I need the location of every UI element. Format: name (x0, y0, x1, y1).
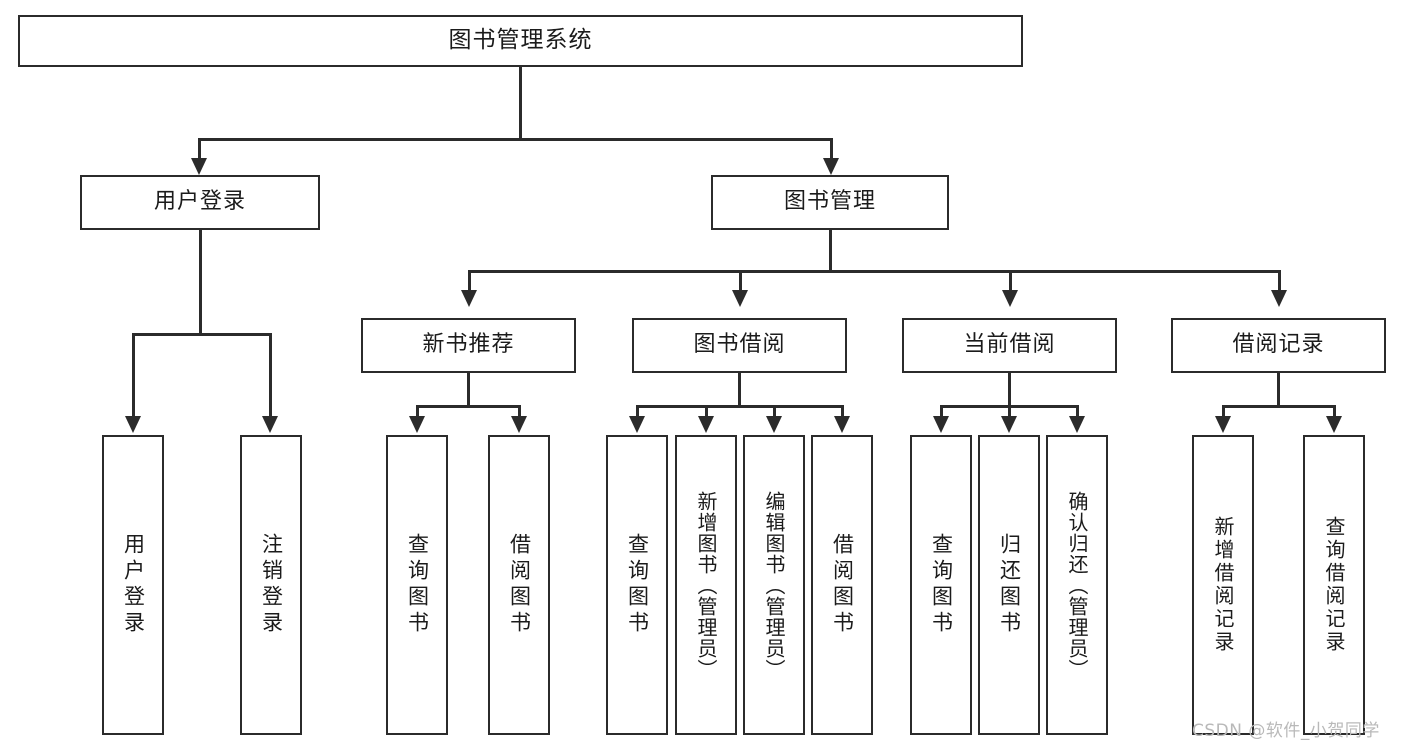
connector-cb-drop-2 (1008, 405, 1011, 418)
connector-borrow-record-bar (1222, 405, 1335, 408)
node-leaf-user-login[interactable]: 用户登录 (102, 435, 164, 735)
node-leaf-query-record[interactable]: 查询借阅记录 (1303, 435, 1365, 735)
node-root[interactable]: 图书管理系统 (18, 15, 1023, 67)
node-current-borrow[interactable]: 当前借阅 (902, 318, 1117, 373)
node-user-login-label: 用户登录 (153, 189, 246, 215)
arrowhead-to-leaf-query-record (1326, 416, 1342, 433)
node-book-manage[interactable]: 图书管理 (711, 175, 949, 230)
node-leaf-query-book-2-label: 查询图书 (625, 533, 650, 637)
arrowhead-to-leaf-query-book-3 (933, 416, 949, 433)
connector-new-book-rec-stem (467, 373, 470, 407)
connector-book-manage-bar (468, 270, 1280, 273)
connector-bb-drop-2 (705, 405, 708, 418)
csdn-watermark: CSDN @软件_小贺同学 (1192, 721, 1380, 741)
connector-cb-drop-1 (940, 405, 943, 418)
node-leaf-add-book-label: 新增图书（管理员） (694, 490, 718, 680)
node-leaf-query-book-1[interactable]: 查询图书 (386, 435, 448, 735)
connector-user-login-stem (199, 230, 202, 335)
connector-book-manage-stem (829, 230, 832, 272)
node-leaf-edit-book-label: 编辑图书（管理员） (762, 490, 786, 680)
arrowhead-to-leaf-add-book (698, 416, 714, 433)
node-current-borrow-label: 当前借阅 (963, 332, 1056, 358)
arrowhead-to-new-book-rec (461, 290, 477, 307)
node-leaf-query-book-3[interactable]: 查询图书 (910, 435, 972, 735)
connector-root-to-book-manage (830, 138, 833, 161)
arrowhead-to-leaf-user-login (125, 416, 141, 433)
node-user-login[interactable]: 用户登录 (80, 175, 320, 230)
node-leaf-user-login-label: 用户登录 (121, 533, 146, 637)
connector-user-login-left-drop (132, 333, 135, 418)
arrowhead-to-borrow-record (1271, 290, 1287, 307)
node-leaf-query-book-1-label: 查询图书 (405, 533, 430, 637)
arrowhead-to-leaf-query-book-1 (409, 416, 425, 433)
connector-current-borrow-stem (1008, 373, 1011, 407)
arrowhead-root-to-book-manage (823, 158, 839, 175)
arrowhead-root-to-user-login (191, 158, 207, 175)
node-leaf-borrow-book-1-label: 借阅图书 (507, 533, 532, 637)
connector-root-to-user-login (198, 138, 201, 161)
node-leaf-add-record-label: 新增借阅记录 (1211, 516, 1235, 654)
connector-book-borrow-bar (636, 405, 843, 408)
connector-bb-drop-1 (636, 405, 639, 418)
connector-nbr-right-drop (518, 405, 521, 418)
node-leaf-logout-label: 注销登录 (259, 533, 284, 637)
arrowhead-to-current-borrow (1002, 290, 1018, 307)
node-leaf-query-book-2[interactable]: 查询图书 (606, 435, 668, 735)
node-book-borrow-label: 图书借阅 (693, 332, 786, 358)
connector-br-right-drop (1333, 405, 1336, 418)
node-leaf-edit-book[interactable]: 编辑图书（管理员） (743, 435, 805, 735)
node-leaf-logout[interactable]: 注销登录 (240, 435, 302, 735)
node-root-label: 图书管理系统 (448, 27, 593, 54)
arrowhead-to-leaf-borrow-book-2 (834, 416, 850, 433)
arrowhead-to-leaf-add-record (1215, 416, 1231, 433)
connector-user-login-bar (132, 333, 271, 336)
node-borrow-record-label: 借阅记录 (1232, 332, 1325, 358)
arrowhead-to-leaf-logout (262, 416, 278, 433)
connector-root-bar (198, 138, 832, 141)
node-leaf-return-book[interactable]: 归还图书 (978, 435, 1040, 735)
arrowhead-to-leaf-return-book (1001, 416, 1017, 433)
connector-book-borrow-stem (738, 373, 741, 407)
connector-borrow-record-stem (1277, 373, 1280, 407)
node-book-borrow[interactable]: 图书借阅 (632, 318, 847, 373)
node-leaf-borrow-book-2[interactable]: 借阅图书 (811, 435, 873, 735)
node-leaf-return-book-label: 归还图书 (997, 533, 1022, 637)
arrowhead-to-leaf-borrow-book-1 (511, 416, 527, 433)
node-leaf-borrow-book-1[interactable]: 借阅图书 (488, 435, 550, 735)
arrowhead-to-leaf-confirm-return (1069, 416, 1085, 433)
node-leaf-query-record-label: 查询借阅记录 (1322, 516, 1346, 654)
arrowhead-to-leaf-query-book-2 (629, 416, 645, 433)
connector-to-book-borrow (739, 270, 742, 292)
node-leaf-query-book-3-label: 查询图书 (929, 533, 954, 637)
connector-new-book-rec-bar (416, 405, 521, 408)
connector-br-left-drop (1222, 405, 1225, 418)
node-new-book-rec-label: 新书推荐 (422, 332, 515, 358)
node-leaf-borrow-book-2-label: 借阅图书 (830, 533, 855, 637)
node-book-manage-label: 图书管理 (783, 189, 876, 215)
node-leaf-add-record[interactable]: 新增借阅记录 (1192, 435, 1254, 735)
node-leaf-confirm-return[interactable]: 确认归还（管理员） (1046, 435, 1108, 735)
connector-to-current-borrow (1009, 270, 1012, 292)
connector-user-login-right-drop (269, 333, 272, 418)
connector-to-new-book-rec (468, 270, 471, 292)
arrowhead-to-book-borrow (732, 290, 748, 307)
node-new-book-rec[interactable]: 新书推荐 (361, 318, 576, 373)
node-leaf-confirm-return-label: 确认归还（管理员） (1065, 490, 1089, 680)
node-borrow-record[interactable]: 借阅记录 (1171, 318, 1386, 373)
connector-cb-drop-3 (1076, 405, 1079, 418)
node-leaf-add-book[interactable]: 新增图书（管理员） (675, 435, 737, 735)
connector-nbr-left-drop (416, 405, 419, 418)
connector-bb-drop-4 (841, 405, 844, 418)
connector-root-stem (519, 67, 522, 140)
connector-bb-drop-3 (773, 405, 776, 418)
arrowhead-to-leaf-edit-book (766, 416, 782, 433)
connector-to-borrow-record (1278, 270, 1281, 292)
